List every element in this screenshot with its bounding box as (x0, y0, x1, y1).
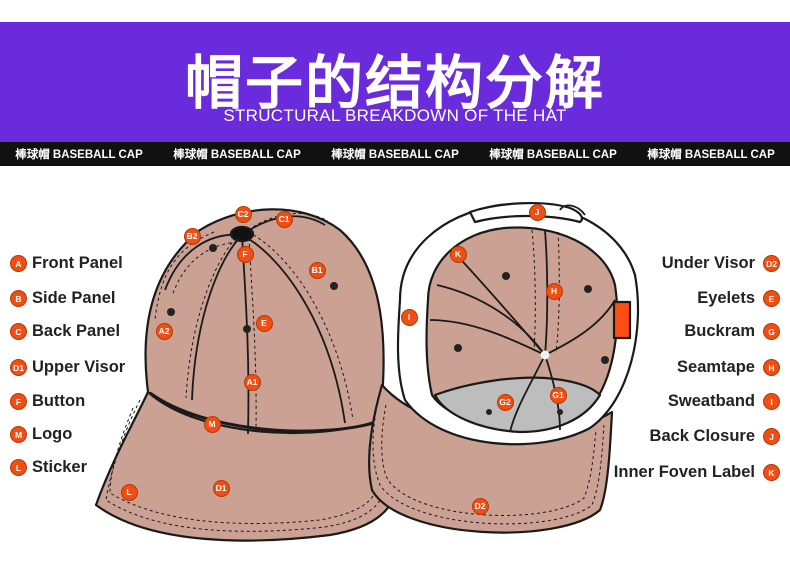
legend-marker: B (10, 290, 27, 307)
legend-inner-label: K Inner Foven Label (614, 463, 780, 482)
legend-sweatband: I Sweatband (668, 392, 780, 411)
marker-f: F (236, 245, 254, 263)
legend-marker: D2 (763, 255, 780, 272)
legend-label: Inner Foven Label (613, 463, 755, 481)
legend-label: Sweatband (667, 392, 755, 410)
legend-marker: H (763, 359, 780, 376)
marker-g2: G2 (496, 393, 514, 411)
legend-front-panel: A Front Panel (10, 254, 123, 273)
crown-band (149, 391, 382, 433)
marker-h: H (545, 282, 563, 300)
marker-l: L (120, 483, 138, 501)
marker-i: I (400, 308, 418, 326)
legend-marker: J (763, 428, 780, 445)
marker-a1: A1 (243, 373, 261, 391)
legend-upper-visor: D1 Upper Visor (10, 358, 125, 377)
marker-a2: A2 (155, 322, 173, 340)
legend-back-closure: J Back Closure (650, 427, 780, 446)
marker-b1: B1 (308, 261, 326, 279)
marker-j: J (528, 203, 546, 221)
inner-cap-drawing (368, 202, 640, 534)
legend-seamtape: H Seamtape (677, 358, 780, 377)
legend-label: Front Panel (32, 254, 123, 272)
legend-side-panel: B Side Panel (10, 289, 115, 308)
legend-under-visor: D2 Under Visor (662, 254, 780, 273)
top-button (229, 225, 255, 243)
page-title: 帽子的结构分解 (184, 49, 605, 117)
legend-label: Sticker (32, 458, 88, 476)
marker-c1: C1 (275, 210, 293, 228)
strip-item: 棒球帽 BASEBALL CAP (647, 149, 775, 161)
legend-marker: F (10, 393, 27, 410)
legend-label: Upper Visor (32, 358, 126, 376)
legend-marker: K (763, 464, 780, 481)
legend-marker: I (763, 393, 780, 410)
marker-b2: B2 (183, 227, 201, 245)
legend-marker: C (10, 323, 27, 340)
category-strip: 棒球帽 BASEBALL CAP 棒球帽 BASEBALL CAP 棒球帽 BA… (0, 142, 790, 166)
back-closure-strap (468, 202, 584, 224)
legend-button: F Button (10, 392, 85, 411)
strip-item: 棒球帽 BASEBALL CAP (489, 149, 617, 161)
visor-stitch (105, 399, 381, 532)
strip-item: 棒球帽 BASEBALL CAP (173, 149, 301, 161)
legend-marker: L (10, 459, 27, 476)
legend-label: Logo (32, 425, 73, 443)
legend-marker: D1 (10, 359, 27, 376)
legend-buckram: G Buckram (684, 322, 780, 341)
marker-k: K (449, 245, 467, 263)
marker-d2: D2 (471, 497, 489, 515)
marker-c2: C2 (234, 205, 252, 223)
legend-label: Side Panel (32, 289, 116, 307)
marker-e: E (255, 314, 273, 332)
legend-label: Eyelets (697, 289, 755, 307)
legend-marker: A (10, 255, 27, 272)
strip-item: 棒球帽 BASEBALL CAP (15, 149, 143, 161)
marker-m: M (203, 415, 221, 433)
marker-d1: D1 (212, 479, 230, 497)
legend-back-panel: C Back Panel (10, 322, 120, 341)
legend-sticker: L Sticker (10, 458, 87, 477)
marker-g1: G1 (549, 386, 567, 404)
legend-marker: E (763, 290, 780, 307)
header-banner: 帽子的结构分解 STRUCTURAL BREAKDOWN OF THE HAT (0, 22, 790, 142)
legend-marker: M (10, 426, 27, 443)
legend-marker: G (763, 323, 780, 340)
legend-label: Buckram (684, 322, 755, 340)
legend-label: Under Visor (661, 254, 755, 272)
legend-label: Button (32, 392, 86, 410)
legend-logo: M Logo (10, 425, 72, 444)
legend-label: Seamtape (677, 358, 755, 376)
closure-tab (612, 300, 632, 340)
page-subtitle: STRUCTURAL BREAKDOWN OF THE HAT (223, 106, 567, 125)
legend-eyelets: E Eyelets (697, 289, 780, 308)
legend-label: Back Closure (649, 427, 755, 445)
strip-item: 棒球帽 BASEBALL CAP (331, 149, 459, 161)
legend-label: Back Panel (32, 322, 121, 340)
